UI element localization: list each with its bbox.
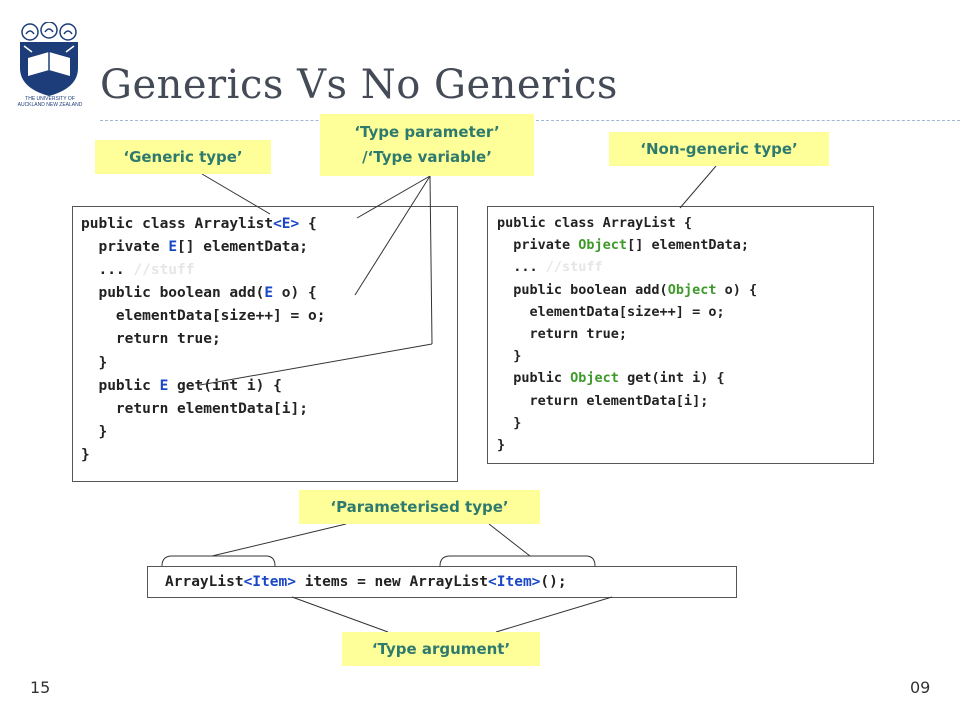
code-line: ... //stuff [81, 259, 449, 282]
code-token: return elementData[i]; [497, 392, 709, 409]
parameterised-type-label: ‘Parameterised type’ [299, 490, 540, 524]
code-token: } [497, 348, 522, 365]
code-token: } [497, 437, 506, 454]
code-token: private [497, 237, 579, 254]
code-line: private Object[] elementData; [497, 234, 864, 256]
code-token: ... [497, 259, 546, 276]
code-token: (); [540, 574, 567, 590]
code-line: } [81, 352, 449, 375]
non-generic-type-label: ‘Non-generic type’ [609, 132, 829, 166]
code-line: } [81, 421, 449, 444]
param-type-connector-right [488, 523, 531, 557]
parameterised-code-line: ArrayList<Item> items = new ArrayList<It… [147, 566, 737, 598]
code-token: public class ArrayList { [497, 215, 693, 231]
code-token: [] elementData; [627, 237, 749, 254]
code-token: items = new ArrayList [295, 574, 489, 590]
university-logo [14, 21, 84, 108]
code-type-token: E [264, 285, 274, 302]
code-token: public [497, 370, 571, 387]
code-token: [] elementData; [177, 239, 308, 256]
left-bracket [161, 555, 276, 567]
code-token: } [497, 414, 522, 431]
right-bracket [439, 555, 596, 567]
code-line: elementData[size++] = o; [81, 305, 449, 328]
code-line: } [497, 345, 864, 367]
code-token: elementData[size++] = o; [81, 308, 326, 325]
code-type-token: Object [578, 237, 628, 254]
type-arg-connector-left [291, 596, 389, 633]
code-line: elementData[size++] = o; [497, 301, 864, 323]
code-type-token: Object [667, 281, 717, 298]
page-number: 15 [30, 678, 51, 697]
type-arg-connector-right [495, 596, 613, 633]
code-token: } [81, 446, 90, 463]
code-line: public E get(int i) { [81, 375, 449, 398]
non-generic-connector [679, 165, 717, 209]
slide-title: Generics Vs No Generics [100, 62, 618, 108]
type-parameter-line1: ‘Type parameter’ [354, 123, 500, 141]
code-line: } [81, 444, 449, 467]
code-type-token: Object [570, 370, 619, 387]
type-parameter-line2: /‘Type variable’ [362, 148, 492, 166]
code-token: } [81, 354, 108, 371]
code-token: public boolean add( [497, 281, 668, 298]
code-token: return true; [497, 326, 628, 343]
code-token: ... [81, 262, 134, 279]
code-comment: //stuff [133, 262, 195, 279]
code-token: return elementData[i]; [81, 400, 308, 417]
footer-right-text: 09 [910, 678, 931, 697]
code-token: elementData[size++] = o; [497, 303, 725, 320]
code-line: ... //stuff [497, 256, 864, 278]
code-line: return true; [81, 328, 449, 351]
code-line: } [497, 412, 864, 434]
code-line: public class ArrayList { [497, 212, 864, 234]
code-line: public boolean add(E o) { [81, 282, 449, 305]
crest-icon [20, 21, 78, 96]
code-token: ArrayList [165, 574, 244, 590]
code-line: public class Arraylist<E> { [81, 213, 449, 236]
code-line: public boolean add(Object o) { [497, 279, 864, 301]
code-token: private [81, 239, 169, 256]
code-line: } [497, 434, 864, 456]
code-token: get(int i) { [168, 377, 282, 394]
generic-type-label: ‘Generic type’ [95, 140, 271, 174]
nongeneric-code-box: public class ArrayList { private Object[… [487, 206, 874, 464]
code-type-token: <Item> [243, 574, 296, 590]
code-token: public [81, 377, 160, 394]
type-argument-label: ‘Type argument’ [342, 632, 540, 666]
code-line: private E[] elementData; [81, 236, 449, 259]
code-line: return elementData[i]; [497, 390, 864, 412]
generic-code-box: public class Arraylist<E> { private E[] … [72, 206, 458, 482]
code-line: return true; [497, 323, 864, 345]
logo-text: THE UNIVERSITY OF AUCKLAND NEW ZEALAND [17, 96, 83, 108]
code-comment: //stuff [545, 259, 603, 276]
code-token: public class Arraylist [81, 216, 274, 232]
type-parameter-label: ‘Type parameter’ /‘Type variable’ [320, 114, 534, 176]
code-line: return elementData[i]; [81, 398, 449, 421]
code-token: get(int i) { [618, 370, 725, 387]
code-token: } [81, 423, 108, 440]
code-token: o) { [273, 285, 317, 302]
code-type-token: <E> [273, 216, 300, 232]
code-type-token: E [168, 239, 178, 256]
code-token: public boolean add( [81, 285, 265, 302]
code-token: o) { [716, 281, 758, 298]
code-type-token: <Item> [488, 574, 541, 590]
code-token: return true; [81, 331, 221, 348]
code-line: public Object get(int i) { [497, 367, 864, 389]
param-type-connector-left [211, 523, 347, 557]
code-type-token: E [159, 377, 169, 394]
code-token: { [299, 216, 317, 232]
